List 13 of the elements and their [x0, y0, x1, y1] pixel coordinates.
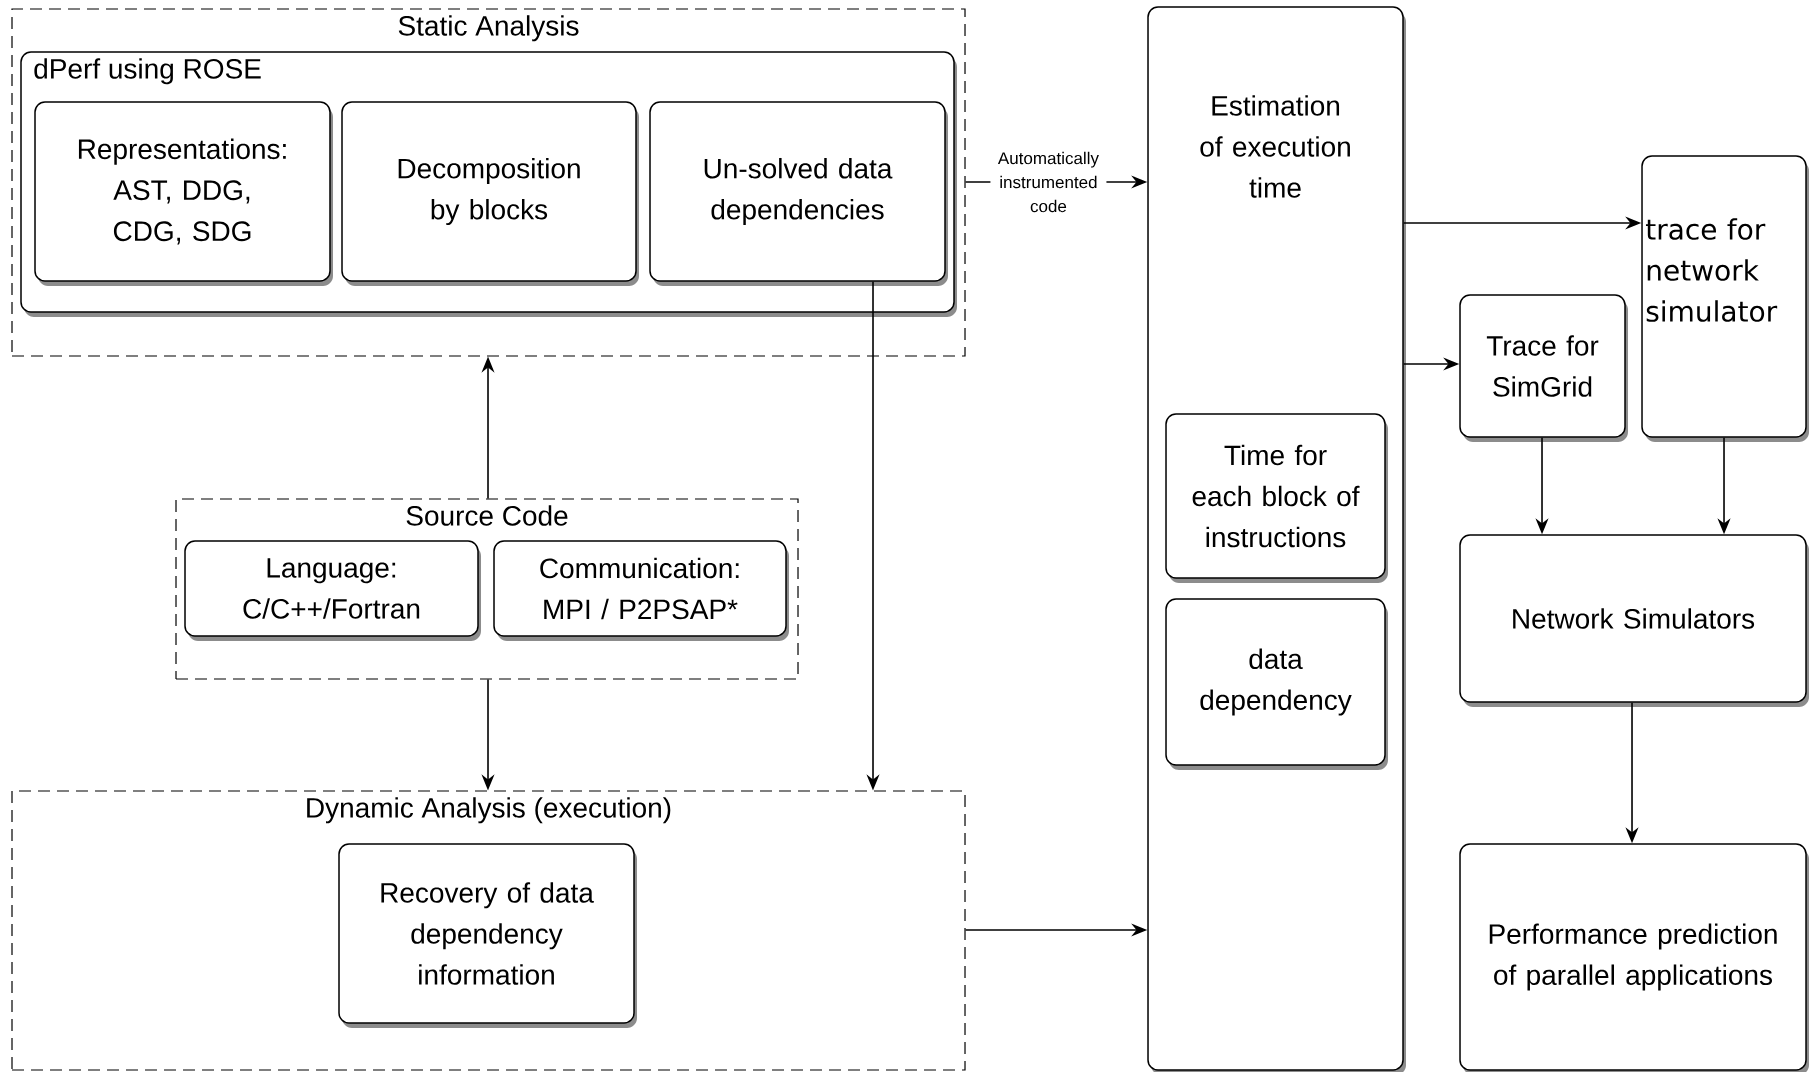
process-box: Performance prediction of parallel applications — [1459, 843, 1809, 1072]
process-box: Un-solved data dependencies — [649, 101, 948, 286]
process-box: Network Simulators — [1459, 534, 1809, 707]
process-box: Decomposition by blocks — [341, 101, 639, 286]
process-box: data dependency — [1165, 598, 1388, 770]
process-box: Time for each block of instructions — [1165, 413, 1388, 583]
process-box: Representations: AST, DDG, CDG, SDG — [34, 101, 333, 286]
edge-label: Automatically instrumented code — [990, 149, 1107, 215]
process-box: Trace for SimGrid — [1459, 294, 1628, 442]
process-box: trace for network simulator — [1641, 155, 1809, 442]
process-box: Language: C/C++/Fortran — [184, 540, 481, 641]
process-box: Communication: MPI / P2PSAP* — [493, 540, 789, 641]
process-box: Recovery of data dependency information — [338, 843, 637, 1028]
